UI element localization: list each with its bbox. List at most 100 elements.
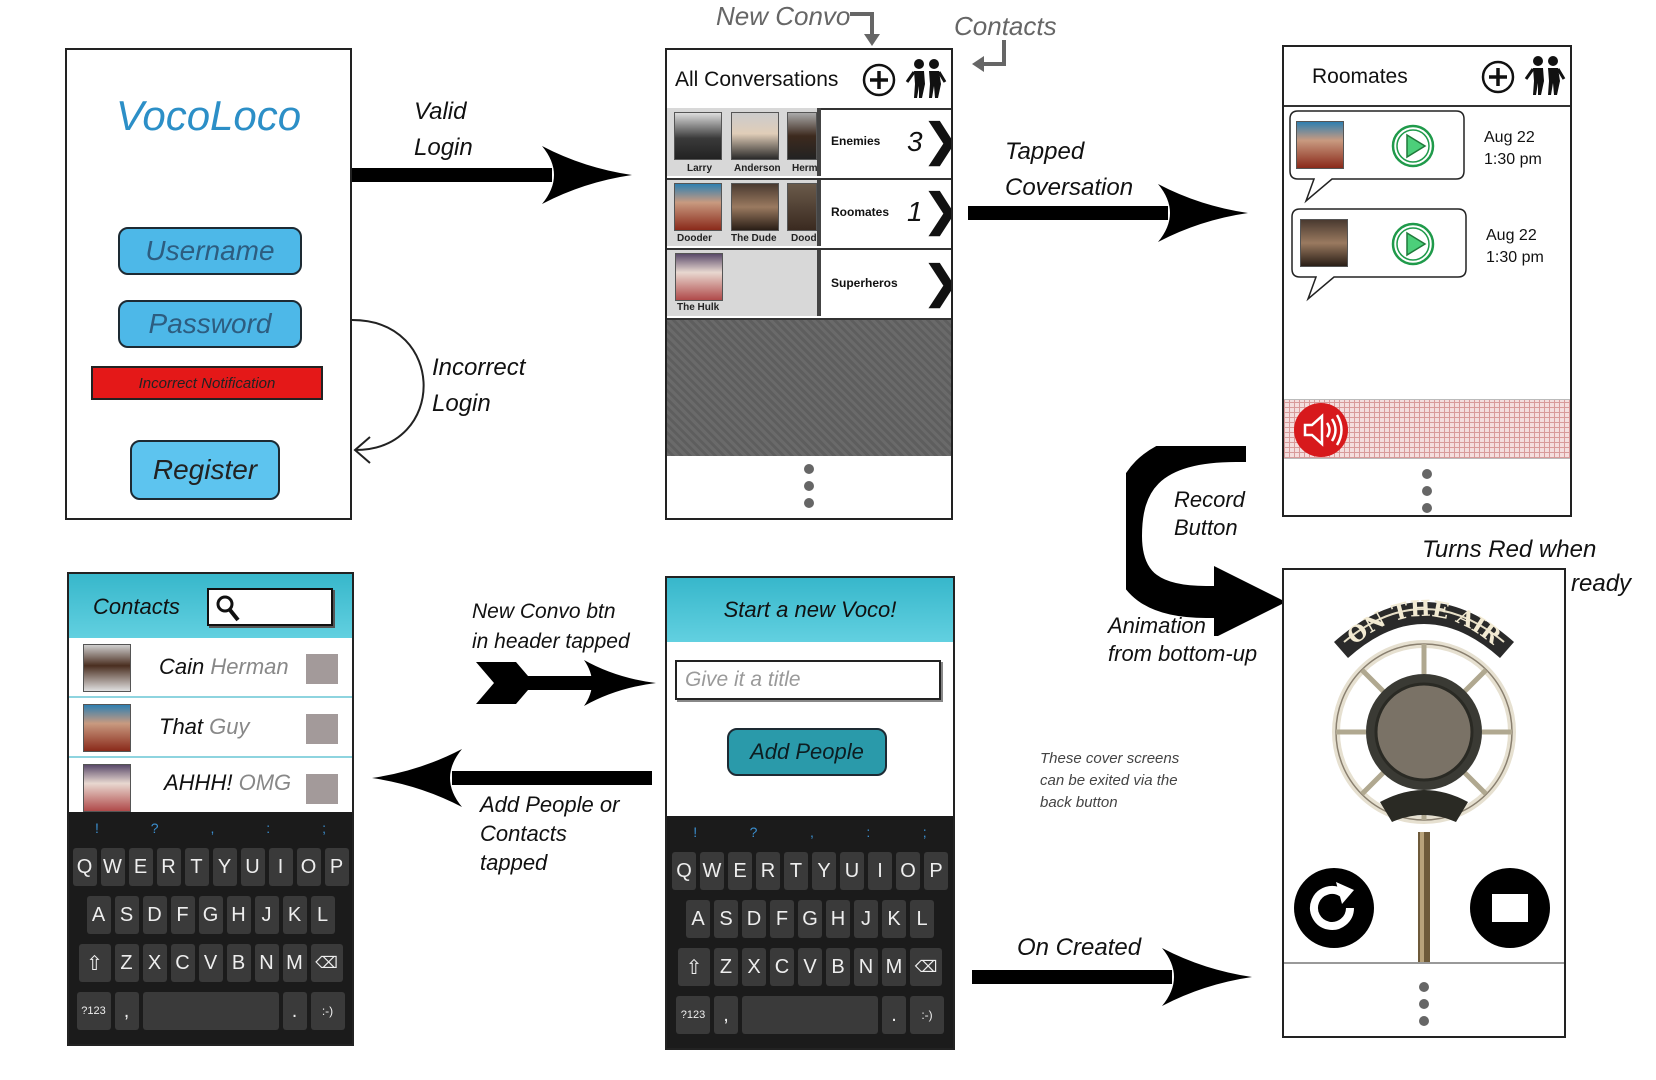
key[interactable]: B <box>826 948 850 986</box>
contact-checkbox[interactable] <box>306 774 338 804</box>
contacts-screen: Contacts Cain Herman That Guy AHHH! OMG … <box>67 572 354 1046</box>
key[interactable]: B <box>226 944 251 982</box>
key[interactable]: S <box>114 896 139 934</box>
key[interactable]: O <box>896 852 920 890</box>
key[interactable]: V <box>798 948 822 986</box>
key[interactable]: Y <box>212 848 237 886</box>
key[interactable]: J <box>854 900 878 938</box>
key[interactable]: C <box>170 944 195 982</box>
key[interactable]: Q <box>72 848 97 886</box>
key[interactable]: R <box>156 848 181 886</box>
key[interactable]: N <box>854 948 878 986</box>
key[interactable]: X <box>742 948 766 986</box>
incorrect-login-label: Incorrect Login <box>432 354 526 417</box>
key[interactable]: K <box>882 900 906 938</box>
key[interactable]: H <box>826 900 850 938</box>
mode-key[interactable]: ?123 <box>76 992 111 1030</box>
username-field[interactable]: Username <box>118 227 302 275</box>
search-input[interactable] <box>207 588 333 626</box>
key[interactable]: Z <box>714 948 738 986</box>
space-key[interactable] <box>142 992 279 1030</box>
register-button[interactable]: Register <box>130 440 280 500</box>
new-convo-button[interactable] <box>861 62 897 98</box>
contact-checkbox[interactable] <box>306 654 338 684</box>
key[interactable]: C <box>770 948 794 986</box>
avatar <box>787 112 817 160</box>
keyboard-row-4: ?123 , . :-) <box>69 992 352 1030</box>
backspace-key-icon[interactable]: ⌫ <box>910 948 942 986</box>
key[interactable]: J <box>254 896 279 934</box>
conversation-group-row[interactable]: Dooder The Dude Dood Roomates 1 ❯ <box>667 180 951 250</box>
key[interactable]: M <box>882 948 906 986</box>
smiley-key[interactable]: :-) <box>310 992 345 1030</box>
key[interactable]: W <box>700 852 724 890</box>
key[interactable]: D <box>742 900 766 938</box>
play-icon[interactable] <box>1390 123 1436 169</box>
key[interactable]: E <box>128 848 153 886</box>
chevron-right-icon: ❯ <box>923 258 951 308</box>
key[interactable]: S <box>714 900 738 938</box>
record-button[interactable] <box>1292 401 1350 459</box>
key[interactable]: E <box>728 852 752 890</box>
smiley-key[interactable]: :-) <box>910 996 944 1034</box>
keyboard-row-3: ⇧ Z X C V B N M ⌫ <box>69 944 352 982</box>
key[interactable]: G <box>198 896 223 934</box>
new-convo-button[interactable] <box>1480 59 1516 95</box>
key[interactable]: A <box>686 900 710 938</box>
key[interactable]: I <box>868 852 892 890</box>
key[interactable]: N <box>254 944 279 982</box>
overflow-menu-icon[interactable] <box>1284 982 1564 1026</box>
key[interactable]: W <box>100 848 125 886</box>
key[interactable]: L <box>910 900 934 938</box>
play-icon[interactable] <box>1390 221 1436 267</box>
key[interactable]: A <box>86 896 111 934</box>
key[interactable]: T <box>784 852 808 890</box>
add-people-button[interactable]: Add People <box>727 728 887 776</box>
key[interactable]: M <box>282 944 307 982</box>
on-the-air-text: ON THE AIR <box>1342 596 1506 651</box>
conversation-group-row[interactable]: Larry Anderson Herm Enemies 3 ❯ <box>667 108 951 180</box>
contact-checkbox[interactable] <box>306 714 338 744</box>
key[interactable]: Q <box>672 852 696 890</box>
key[interactable]: T <box>184 848 209 886</box>
mode-key[interactable]: ?123 <box>676 996 710 1034</box>
contact-row[interactable]: Cain Herman <box>69 638 352 698</box>
key[interactable]: X <box>142 944 167 982</box>
contacts-people-icon[interactable] <box>1524 55 1566 97</box>
key[interactable]: G <box>798 900 822 938</box>
overflow-menu-icon[interactable] <box>1284 469 1570 513</box>
key[interactable]: O <box>296 848 321 886</box>
redo-button[interactable] <box>1292 866 1376 950</box>
shift-key-icon[interactable]: ⇧ <box>678 948 710 986</box>
key[interactable]: F <box>170 896 195 934</box>
stop-button[interactable] <box>1468 866 1552 950</box>
key[interactable]: K <box>282 896 307 934</box>
period-key[interactable]: . <box>882 996 906 1034</box>
key[interactable]: L <box>310 896 335 934</box>
key[interactable]: H <box>226 896 251 934</box>
comma-key[interactable]: , <box>714 996 738 1034</box>
contacts-people-icon[interactable] <box>905 58 947 100</box>
conversation-group-row[interactable]: The Hulk Superheros ❯ <box>667 250 951 320</box>
key[interactable]: Z <box>114 944 139 982</box>
shift-key-icon[interactable]: ⇧ <box>78 944 111 982</box>
key[interactable]: I <box>268 848 293 886</box>
space-key[interactable] <box>742 996 878 1034</box>
key[interactable]: F <box>770 900 794 938</box>
contact-row[interactable]: That Guy <box>69 698 352 758</box>
backspace-key-icon[interactable]: ⌫ <box>310 944 343 982</box>
key[interactable]: P <box>924 852 948 890</box>
key[interactable]: V <box>198 944 223 982</box>
key[interactable]: D <box>142 896 167 934</box>
key[interactable]: U <box>240 848 265 886</box>
key[interactable]: Y <box>812 852 836 890</box>
overflow-menu-icon[interactable] <box>667 464 951 508</box>
key[interactable]: R <box>756 852 780 890</box>
period-key[interactable]: . <box>282 992 307 1030</box>
password-field[interactable]: Password <box>118 300 302 348</box>
contact-row[interactable]: AHHH! OMG <box>69 758 352 816</box>
comma-key[interactable]: , <box>114 992 139 1030</box>
title-input[interactable]: Give it a title <box>675 660 941 700</box>
key[interactable]: U <box>840 852 864 890</box>
key[interactable]: P <box>324 848 349 886</box>
